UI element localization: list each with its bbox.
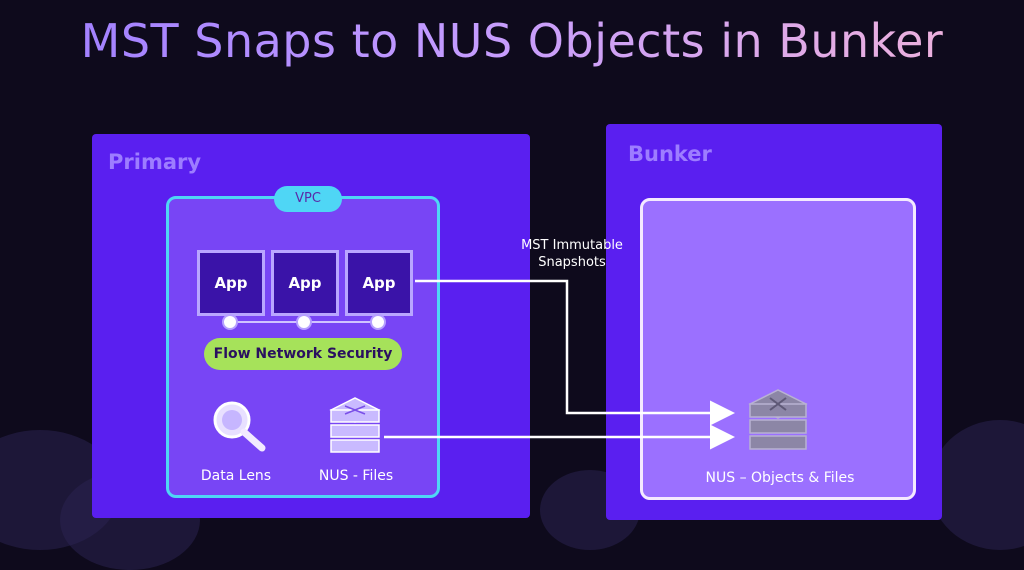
connector-label-line1: MST Immutable bbox=[521, 238, 623, 253]
vpc-badge: VPC bbox=[274, 186, 342, 212]
nus-objects-files-label: NUS – Objects & Files bbox=[705, 470, 855, 486]
app-box-3: App bbox=[345, 250, 413, 316]
mst-immutable-snapshots-label: MST Immutable Snapshots bbox=[497, 237, 647, 271]
nus-files-label: NUS - Files bbox=[318, 468, 394, 484]
app-box-2: App bbox=[271, 250, 339, 316]
network-node-2 bbox=[296, 314, 312, 330]
bunker-label: Bunker bbox=[628, 142, 712, 166]
app-box-1: App bbox=[197, 250, 265, 316]
background-cloud bbox=[930, 420, 1024, 550]
flow-network-security-badge: Flow Network Security bbox=[204, 338, 402, 370]
data-lens-label: Data Lens bbox=[200, 468, 272, 484]
primary-label: Primary bbox=[108, 150, 202, 174]
connector-label-line2: Snapshots bbox=[538, 255, 606, 270]
network-node-3 bbox=[370, 314, 386, 330]
bunker-storage-container bbox=[640, 198, 916, 500]
network-node-1 bbox=[222, 314, 238, 330]
slide-title: MST Snaps to NUS Objects in Bunker bbox=[0, 14, 1024, 68]
